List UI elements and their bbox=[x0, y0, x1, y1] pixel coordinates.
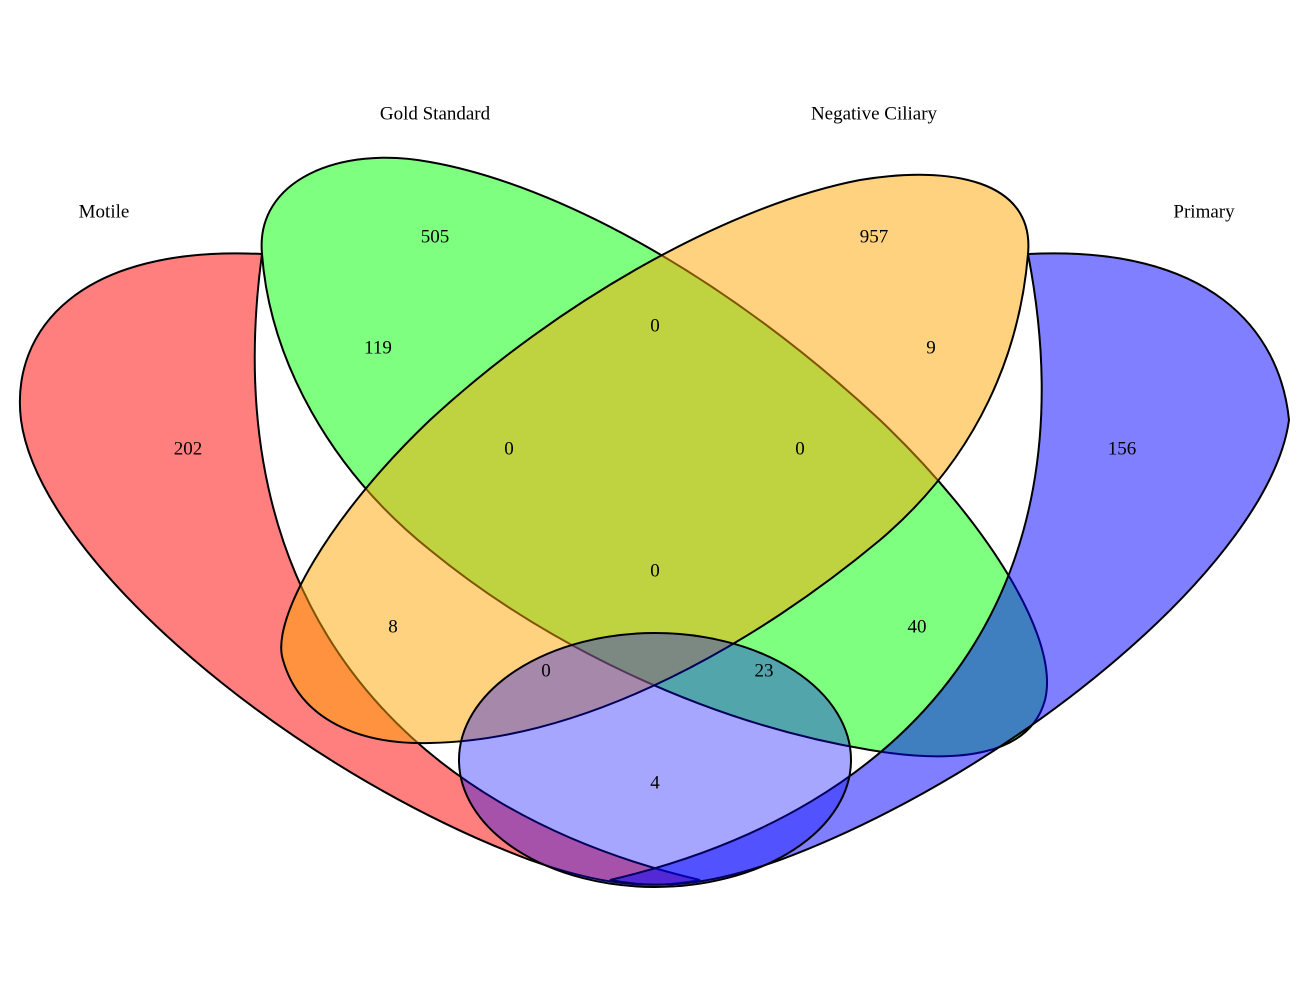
set-label-primary: Primary bbox=[1173, 201, 1235, 222]
count-gold-primary: 40 bbox=[908, 616, 927, 637]
motile-primary-lobe-shape bbox=[458, 632, 852, 888]
set-label-gold-standard: Gold Standard bbox=[380, 103, 491, 124]
count-negative-only: 957 bbox=[860, 226, 889, 247]
negative-ciliary-set-shape bbox=[280, 173, 1030, 745]
count-motile-gold-negative: 0 bbox=[504, 438, 514, 459]
count-negative-primary: 9 bbox=[926, 337, 936, 358]
count-gold-only: 505 bbox=[421, 226, 450, 247]
count-motile-gold-primary: 23 bbox=[755, 660, 774, 681]
count-motile-negative: 8 bbox=[388, 616, 398, 637]
set-label-motile: Motile bbox=[79, 201, 130, 222]
count-motile-gold: 119 bbox=[364, 337, 392, 358]
set-label-negative-ciliary: Negative Ciliary bbox=[811, 103, 938, 124]
count-gold-negative: 0 bbox=[650, 315, 660, 336]
count-all-four: 0 bbox=[650, 560, 660, 581]
count-motile-only: 202 bbox=[174, 438, 203, 459]
count-motile-primary: 4 bbox=[650, 772, 660, 793]
primary-set-shape bbox=[609, 252, 1291, 886]
count-motile-negative-primary: 0 bbox=[541, 660, 551, 681]
count-gold-negative-primary: 0 bbox=[795, 438, 805, 459]
count-primary-only: 156 bbox=[1108, 438, 1137, 459]
